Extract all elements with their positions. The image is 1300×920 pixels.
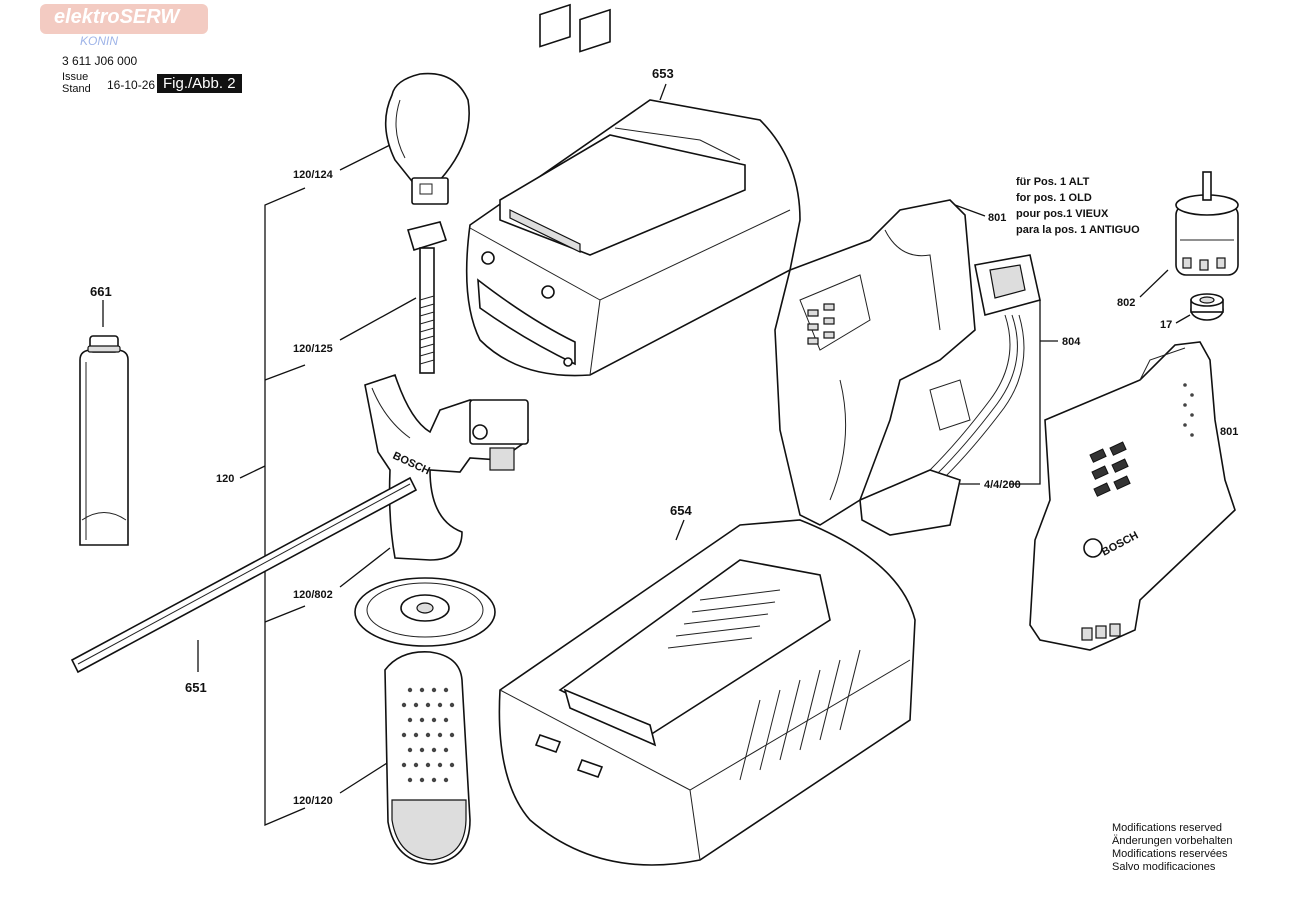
- issue-label-de: Stand: [62, 83, 91, 95]
- watermark-logo: [40, 4, 208, 34]
- label-653: 653: [652, 66, 674, 81]
- notice-line-en: Modifications reserved: [1112, 822, 1223, 834]
- charger-654: [498, 519, 916, 866]
- housing-dot-texture: [1183, 383, 1194, 437]
- watermark-logo-text: elektroSERW: [54, 6, 180, 28]
- label-17: 17: [1160, 319, 1172, 331]
- label-120-120: 120/120: [293, 795, 333, 807]
- issue-label: Issue Stand: [62, 71, 91, 95]
- housing-half-801: BOSCH: [1029, 341, 1236, 651]
- figure-label: Fig./Abb. 2: [157, 74, 242, 93]
- notice-line-de: Änderungen vorbehalten: [1112, 835, 1233, 847]
- battery-pack-653: [465, 3, 801, 377]
- housing-half-801-old: [774, 199, 976, 526]
- label-120: 120: [216, 473, 234, 485]
- motor-vents: [1182, 257, 1226, 271]
- label-661: 661: [90, 284, 112, 299]
- issue-label-en: Issue: [62, 71, 89, 83]
- note-line-en: for pos. 1 OLD: [1016, 192, 1092, 204]
- label-801-old: 801: [988, 212, 1006, 224]
- label-651: 651: [185, 680, 207, 695]
- notice-line-es: Salvo modificaciones: [1112, 861, 1216, 873]
- depth-rod-651: [70, 476, 418, 674]
- part-number: 3 611 J06 000: [62, 54, 138, 68]
- label-802: 802: [1117, 297, 1135, 309]
- label-120-125: 120/125: [293, 343, 333, 355]
- motor-802: [1175, 171, 1239, 276]
- bolt-120-125: [406, 221, 448, 374]
- ring-17: [1190, 293, 1224, 321]
- washer-120-802: [354, 577, 496, 647]
- note-line-es: para la pos. 1 ANTIGUO: [1016, 224, 1140, 236]
- charger-vent-slots: [667, 589, 781, 649]
- auxiliary-handle-clamp-120: BOSCH: [364, 373, 529, 561]
- note-line-de: für Pos. 1 ALT: [1016, 176, 1090, 188]
- group-120-bracket: [239, 187, 306, 826]
- housing-base-blocks: [1081, 623, 1121, 641]
- housing-grip-pattern: [1089, 441, 1131, 497]
- switch-wiring-804: [859, 254, 1041, 536]
- notice-line-fr: Modifications reservées: [1112, 848, 1228, 860]
- label-4-4-200: 4/4/200: [984, 479, 1021, 491]
- label-654: 654: [670, 503, 692, 518]
- depth-strap-120-124: [384, 72, 470, 205]
- watermark-logo-subtext: KONIN: [80, 34, 119, 48]
- label-801: 801: [1220, 426, 1238, 438]
- old-version-note: für Pos. 1 ALT for pos. 1 OLD pour pos.1…: [1016, 174, 1140, 238]
- grip-120-120: [384, 651, 471, 865]
- grease-tube-661: [79, 335, 129, 546]
- issue-date: 16-10-26: [107, 78, 156, 92]
- label-120-802: 120/802: [293, 589, 333, 601]
- label-804: 804: [1062, 336, 1081, 348]
- modifications-notice: Modifications reserved Änderungen vorbeh…: [1112, 822, 1232, 874]
- charger-side-slots: [739, 649, 861, 781]
- grip-texture: [401, 687, 455, 783]
- housing-ribs: [807, 303, 835, 345]
- note-line-fr: pour pos.1 VIEUX: [1016, 208, 1109, 220]
- label-120-124: 120/124: [293, 169, 334, 181]
